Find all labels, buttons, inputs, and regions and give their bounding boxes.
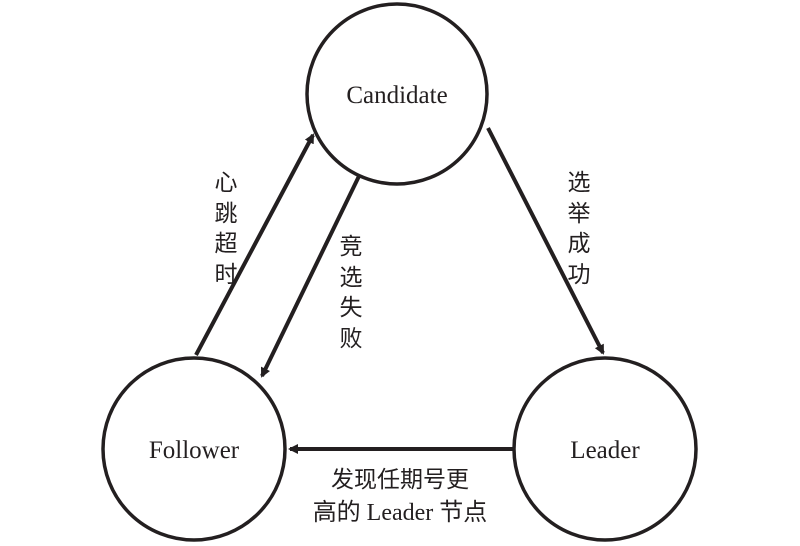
arrow-follower-to-candidate <box>194 133 315 356</box>
label-higher-term: 发现任期号更 高的 Leader 节点 <box>313 467 488 526</box>
candidate-circle <box>305 2 489 186</box>
node-leader: Leader <box>512 356 698 542</box>
arrow-candidate-to-leader <box>486 127 605 355</box>
label-heartbeat-timeout: 心 跳 超 时 <box>215 170 238 288</box>
label-char: 时 <box>215 262 238 288</box>
label-election-failed: 竞 选 失 败 <box>340 234 363 352</box>
node-follower: Follower <box>101 356 287 542</box>
label-char: 竞 <box>340 234 363 260</box>
label-char: 跳 <box>215 201 238 227</box>
label-char: 举 <box>568 201 591 227</box>
label-line: 发现任期号更 <box>331 467 469 493</box>
label-char: 功 <box>568 262 591 288</box>
label-election-success: 选 举 成 功 <box>568 170 591 288</box>
node-candidate: Candidate <box>305 2 489 186</box>
label-char: 心 <box>215 170 238 196</box>
label-char: 超 <box>215 231 238 257</box>
label-char: 成 <box>568 231 591 257</box>
arrow-candidate-to-follower <box>260 171 363 378</box>
label-char: 选 <box>340 265 363 291</box>
label-char: 选 <box>568 170 591 196</box>
label-line: 高的 Leader 节点 <box>313 499 488 526</box>
follower-circle <box>101 356 287 542</box>
label-char: 失 <box>340 295 363 321</box>
candidate-label: Candidate <box>346 82 447 109</box>
leader-circle <box>512 356 698 542</box>
label-char: 败 <box>340 326 363 352</box>
leader-label: Leader <box>570 437 640 464</box>
follower-label: Follower <box>149 437 240 464</box>
